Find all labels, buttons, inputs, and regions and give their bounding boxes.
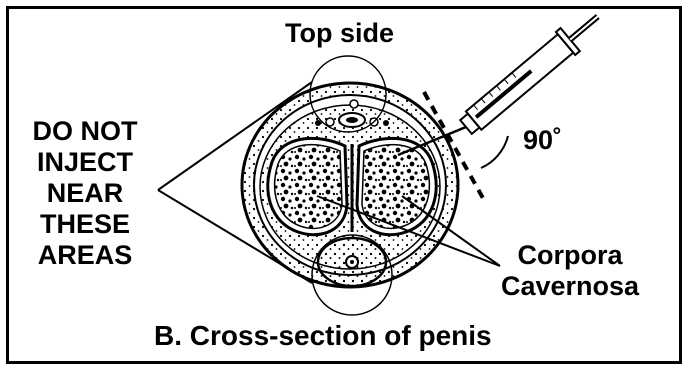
corpora-cavernosa-label: Corpora Cavernosa	[501, 240, 639, 302]
warning-label: DO NOT INJECT NEAR THESE AREAS	[20, 116, 150, 271]
corpora-line: Corpora	[501, 240, 639, 271]
warning-line: NEAR	[20, 178, 150, 209]
angle-label: 90˚	[523, 125, 562, 156]
warning-line: DO NOT	[20, 116, 150, 147]
corpora-line: Cavernosa	[501, 271, 639, 302]
warning-line: INJECT	[20, 147, 150, 178]
figure-caption: B. Cross-section of penis	[154, 320, 492, 352]
warning-line: THESE	[20, 209, 150, 240]
warning-line: AREAS	[20, 240, 150, 271]
corpus-cavernosum-left	[268, 138, 347, 234]
top-side-label: Top side	[285, 18, 394, 49]
angle-arc	[481, 136, 508, 168]
corpus-cavernosum-right	[357, 138, 436, 234]
dorsal-artery-left	[326, 118, 334, 126]
